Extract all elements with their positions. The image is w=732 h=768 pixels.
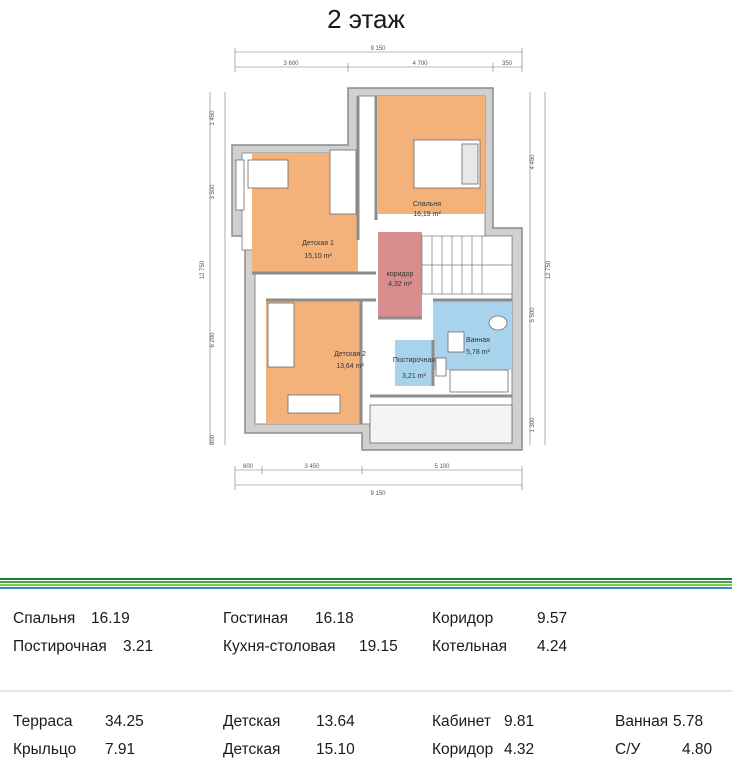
furniture (235, 139, 513, 444)
legend-item: Коридор 9.57 (432, 610, 567, 628)
legend-item: С/У 4.80 (615, 741, 712, 759)
legend-name: Крыльцо (13, 741, 77, 758)
room-area-corridor: 4,32 m² (388, 281, 412, 288)
legend-value: 34.25 (105, 713, 144, 730)
room-area-bedroom: 16,19 m² (413, 211, 441, 218)
room-label-kids-2: Детская 2 (334, 351, 366, 358)
decorative-stripes (0, 578, 732, 589)
dim-left-5: 800 (210, 434, 216, 445)
legend-value: 16.19 (91, 610, 130, 627)
legend-name: С/У (615, 741, 641, 758)
dim-left-2: 3 500 (210, 184, 216, 200)
legend-name: Детская (223, 713, 281, 730)
legend-item: Постирочная 3.21 (13, 638, 153, 656)
legend-name: Ванная (615, 713, 669, 730)
legend-item: Кухня-столовая 19.15 (223, 638, 398, 656)
dim-bottom-2: 3 450 (304, 464, 320, 470)
legend-item: Детская 13.64 (223, 713, 355, 731)
room-area-kids-2: 13,64 m² (336, 363, 364, 370)
floor-plan: 9 150 3 600 4 700 350 600 3 450 5 100 9 … (200, 46, 552, 497)
legend-value: 4.32 (504, 741, 535, 758)
divider (0, 690, 732, 692)
top-dimensions: 9 150 3 600 4 700 350 (283, 46, 512, 67)
room-area-kids-1: 15,10 m² (304, 253, 332, 260)
legend-value: 19.15 (359, 638, 398, 655)
dim-top-1: 3 600 (283, 61, 299, 67)
legend-value: 4.24 (537, 638, 568, 655)
page-title: 2 этаж (327, 4, 405, 34)
room-label-corridor: коридор (387, 271, 414, 278)
dim-top-3: 350 (502, 61, 513, 67)
dim-right-2: 12 750 (546, 260, 552, 279)
dim-left-3: 12 750 (200, 260, 206, 279)
dim-left-4: 6 200 (210, 332, 216, 348)
interior-walls (252, 96, 512, 424)
legend-name: Коридор (432, 741, 494, 758)
room-corridor (378, 232, 422, 318)
legend-name: Кухня-столовая (223, 638, 336, 655)
left-dimensions: 1 450 3 500 12 750 6 200 800 (200, 110, 216, 445)
legend-item: Крыльцо 7.91 (13, 741, 135, 759)
legend-item: Кабинет 9.81 (432, 713, 534, 731)
legend-item: Детская 15.10 (223, 741, 355, 759)
dim-right-1: 4 450 (530, 154, 536, 170)
room-label-bathroom: Ванная (466, 337, 490, 344)
dim-top-2: 4 700 (412, 61, 428, 67)
room-label-bedroom: Спальня (413, 201, 441, 208)
legend-name: Котельная (432, 638, 508, 655)
bottom-dimensions: 600 3 450 5 100 9 150 (243, 464, 450, 497)
room-label-kids-1: Детская 1 (302, 240, 334, 247)
dim-bottom-total: 9 150 (370, 491, 386, 497)
dim-right-3: 5 500 (530, 307, 536, 323)
stairs (421, 235, 513, 295)
legend-name: Постирочная (13, 638, 107, 655)
legend-value: 13.64 (316, 713, 355, 730)
legend-item: Ванная 5.78 (615, 713, 703, 731)
legend-item: Котельная 4.24 (432, 638, 567, 656)
legend-name: Спальня (13, 610, 76, 627)
legend-name: Терраса (13, 713, 73, 730)
right-dimensions: 4 450 12 750 5 500 1 300 (530, 154, 552, 433)
room-area-laundry: 3,21 m² (402, 373, 426, 380)
legend-name: Кабинет (432, 713, 491, 730)
legend-item: Спальня 16.19 (13, 610, 130, 628)
legend-value: 5.78 (673, 713, 704, 730)
room-label-laundry: Постирочная (393, 357, 436, 364)
legend-name: Коридор (432, 610, 494, 627)
legend-value: 7.91 (105, 741, 136, 758)
room-laundry (395, 340, 433, 386)
legend-item: Коридор 4.32 (432, 741, 534, 759)
legend-name: Детская (223, 741, 281, 758)
legend-value: 9.57 (537, 610, 568, 627)
dim-top-total: 9 150 (370, 46, 386, 52)
legend-value: 16.18 (315, 610, 354, 627)
legend-value: 9.81 (504, 713, 535, 730)
dim-right-4: 1 300 (530, 417, 536, 433)
legend-item: Гостиная 16.18 (223, 610, 354, 628)
legend-value: 4.80 (682, 741, 713, 758)
legend-value: 15.10 (316, 741, 355, 758)
room-area-bathroom: 5,78 m² (466, 349, 490, 356)
legend-value: 3.21 (123, 638, 154, 655)
dimension-lines (209, 48, 546, 490)
legend-item: Терраса 34.25 (13, 713, 144, 731)
dim-bottom-3: 5 100 (434, 464, 450, 470)
dim-left-1: 1 450 (210, 110, 216, 126)
dim-bottom-1: 600 (243, 464, 254, 470)
legend-name: Гостиная (223, 610, 289, 627)
